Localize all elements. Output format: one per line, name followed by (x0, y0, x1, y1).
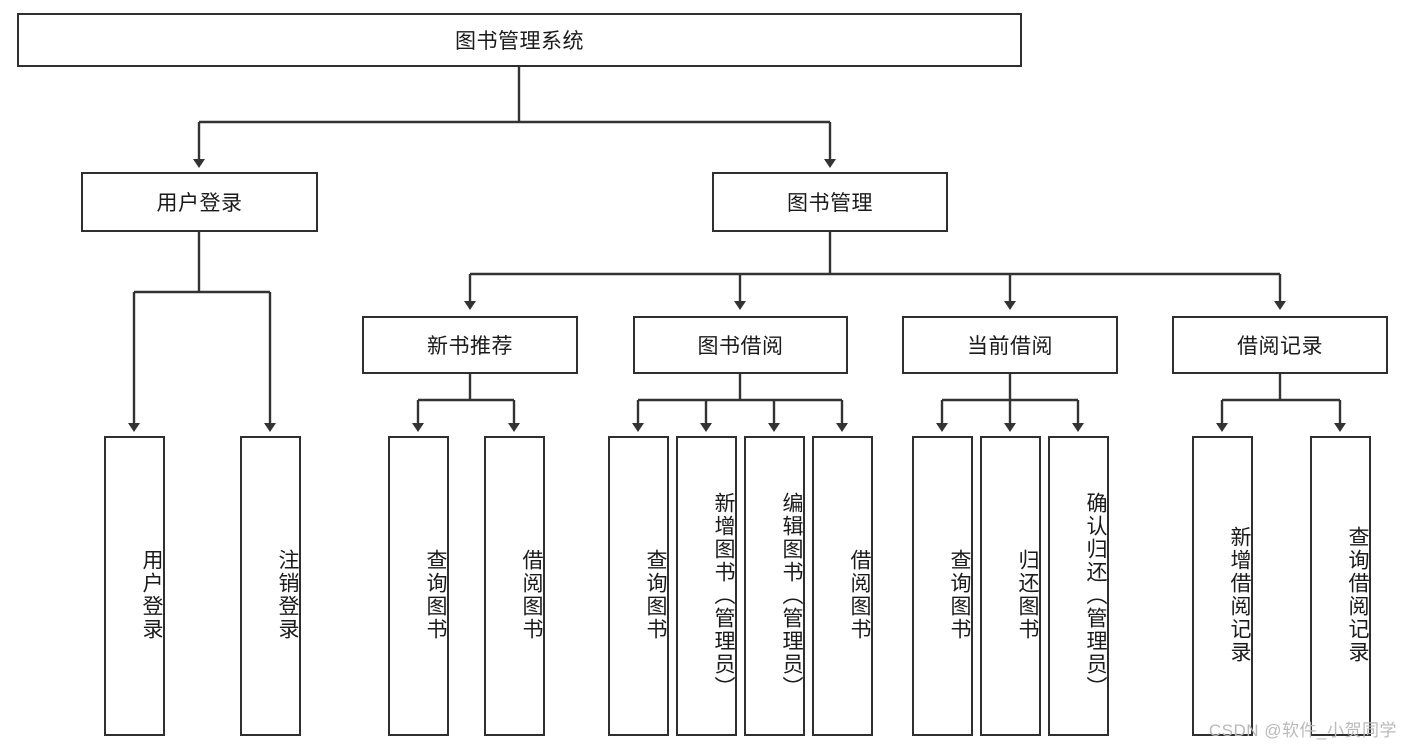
node-label: 查询图书 (424, 549, 447, 641)
node-label: 查询图书 (948, 549, 971, 641)
node-label: 注销登录 (276, 549, 299, 641)
leaf-query-book-recommend[interactable]: 查询图书 (388, 436, 449, 736)
node-label: 借阅图书 (520, 549, 543, 641)
leaf-add-book-admin[interactable]: 新增图书（管理员） (676, 436, 737, 736)
node-label: 新书推荐 (427, 335, 513, 358)
leaf-borrow-book[interactable]: 借阅图书 (812, 436, 873, 736)
leaf-logout-login[interactable]: 注销登录 (240, 436, 301, 736)
leaf-query-book-current[interactable]: 查询图书 (912, 436, 973, 736)
node-borrow-record[interactable]: 借阅记录 (1172, 316, 1388, 374)
leaf-add-borrow-record[interactable]: 新增借阅记录 (1192, 436, 1253, 736)
node-book-borrow[interactable]: 图书借阅 (633, 316, 848, 374)
node-label: 新增借阅记录 (1228, 526, 1251, 664)
leaf-edit-book-admin[interactable]: 编辑图书（管理员） (744, 436, 805, 736)
node-label: 图书管理系统 (455, 30, 584, 53)
leaf-query-borrow-record[interactable]: 查询借阅记录 (1310, 436, 1371, 736)
node-user-login[interactable]: 用户登录 (81, 172, 318, 232)
watermark-text: CSDN @软件_小贺同学 (1208, 721, 1397, 740)
node-label: 用户登录 (156, 192, 243, 215)
node-label: 用户登录 (140, 549, 163, 641)
node-label: 借阅记录 (1237, 335, 1323, 358)
leaf-confirm-return-admin[interactable]: 确认归还（管理员） (1048, 436, 1109, 736)
node-label: 归还图书 (1016, 549, 1039, 641)
node-label: 新增图书（管理员） (712, 491, 735, 699)
node-label: 查询借阅记录 (1346, 526, 1369, 664)
node-label: 确认归还（管理员） (1084, 491, 1107, 699)
node-label: 图书管理 (787, 192, 873, 215)
node-new-book-recommend[interactable]: 新书推荐 (362, 316, 578, 374)
leaf-borrow-book-recommend[interactable]: 借阅图书 (484, 436, 545, 736)
leaf-user-login[interactable]: 用户登录 (104, 436, 165, 736)
node-book-management[interactable]: 图书管理 (712, 172, 948, 232)
node-root-system[interactable]: 图书管理系统 (17, 13, 1022, 67)
node-label: 当前借阅 (967, 335, 1053, 358)
leaf-query-book-borrow[interactable]: 查询图书 (608, 436, 669, 736)
node-current-borrow[interactable]: 当前借阅 (902, 316, 1118, 374)
node-label: 借阅图书 (848, 549, 871, 641)
node-label: 编辑图书（管理员） (780, 491, 803, 699)
node-label: 图书借阅 (697, 335, 784, 358)
node-label: 查询图书 (644, 549, 667, 641)
leaf-return-book[interactable]: 归还图书 (980, 436, 1041, 736)
